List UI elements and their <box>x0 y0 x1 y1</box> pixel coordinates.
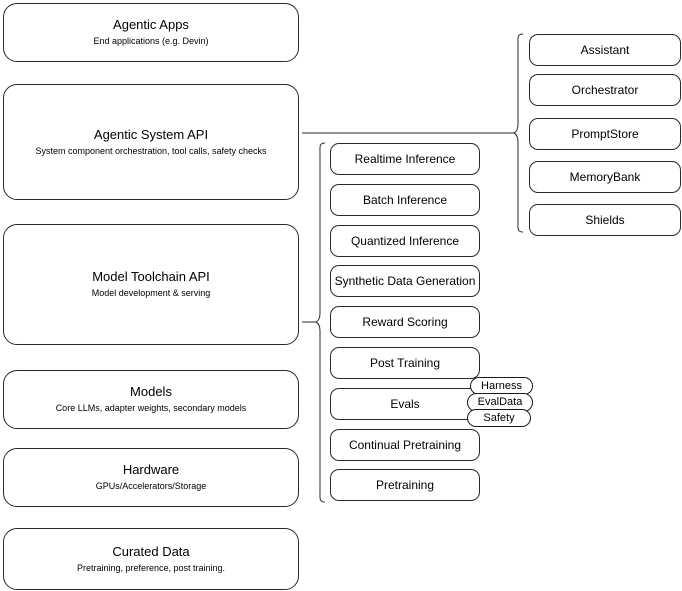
layer-title: Curated Data <box>112 543 190 559</box>
layer-box-agentic-apps[interactable]: Agentic Apps End applications (e.g. Devi… <box>3 3 299 62</box>
component-box-orchestrator[interactable]: Orchestrator <box>529 74 681 106</box>
layer-box-curated-data[interactable]: Curated Data Pretraining, preference, po… <box>3 528 299 590</box>
component-box-memorybank[interactable]: MemoryBank <box>529 161 681 193</box>
layer-title: Hardware <box>122 462 180 477</box>
component-box-reward-scoring[interactable]: Reward Scoring <box>330 306 480 338</box>
brace-agentic-system <box>512 33 524 233</box>
component-box-assistant[interactable]: Assistant <box>529 34 681 66</box>
layer-subtitle: End applications (e.g. Devin) <box>93 36 209 46</box>
component-box-realtime-inference[interactable]: Realtime Inference <box>330 143 480 175</box>
layer-box-models[interactable]: Models Core LLMs, adapter weights, secon… <box>3 370 299 429</box>
component-box-quantized-inference[interactable]: Quantized Inference <box>330 225 480 257</box>
layer-title: Agentic Apps <box>113 17 189 32</box>
layer-subtitle: System component orchestration, tool cal… <box>35 145 267 156</box>
layer-subtitle: Core LLMs, adapter weights, secondary mo… <box>55 403 247 413</box>
component-box-synthetic-data-generation[interactable]: Synthetic Data Generation <box>330 265 480 297</box>
layer-title: Model Toolchain API <box>92 269 210 284</box>
layer-subtitle: Model development & serving <box>91 288 211 298</box>
component-box-pretraining[interactable]: Pretraining <box>330 469 480 501</box>
component-box-continual-pretraining[interactable]: Continual Pretraining <box>330 429 480 461</box>
layer-box-agentic-system-api[interactable]: Agentic System API System component orch… <box>3 84 299 200</box>
component-box-promptstore[interactable]: PromptStore <box>529 118 681 150</box>
component-box-batch-inference[interactable]: Batch Inference <box>330 184 480 216</box>
component-box-shields[interactable]: Shields <box>529 204 681 236</box>
layer-subtitle: GPUs/Accelerators/Storage <box>95 481 207 491</box>
layer-title: Models <box>130 384 172 399</box>
layer-box-hardware[interactable]: Hardware GPUs/Accelerators/Storage <box>3 448 299 507</box>
layer-box-model-toolchain-api[interactable]: Model Toolchain API Model development & … <box>3 224 299 345</box>
evals-tag-safety[interactable]: Safety <box>467 409 531 427</box>
component-box-post-training[interactable]: Post Training <box>330 347 480 379</box>
layer-subtitle: Pretraining, preference, post training. <box>76 562 226 573</box>
layer-title: Agentic System API <box>93 126 209 142</box>
component-box-evals[interactable]: Evals <box>330 388 480 420</box>
brace-model-toolchain <box>314 142 326 503</box>
